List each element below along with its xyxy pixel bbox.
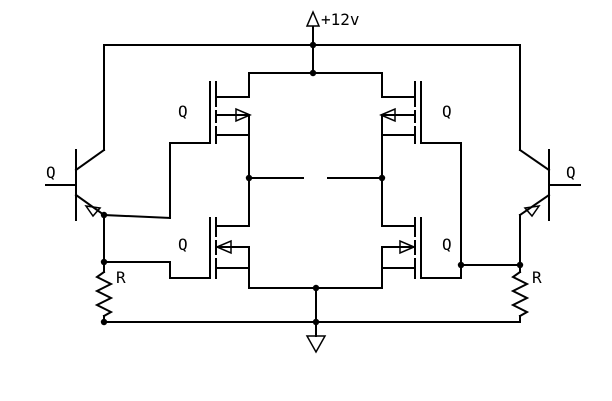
- junction-dots: [100, 41, 524, 326]
- right-bjt-label: Q: [566, 163, 576, 182]
- resistor-left-label: R: [116, 268, 126, 287]
- junction-dot: [378, 174, 386, 182]
- mosfet-lower-left: [209, 177, 250, 289]
- mosfet-lower-right-label: Q: [442, 235, 452, 254]
- ground-icon: [305, 335, 327, 354]
- mosfet-lower-right: [381, 177, 422, 289]
- left-bjt: [45, 148, 106, 221]
- junction-dot: [516, 261, 524, 269]
- left-bjt-label: Q: [46, 163, 56, 182]
- junction-dot: [312, 318, 320, 326]
- junction-dot: [309, 69, 317, 77]
- resistor-right-label: R: [532, 268, 542, 287]
- mosfet-upper-left: [209, 81, 252, 179]
- mosfet-upper-left-label: Q: [178, 102, 188, 121]
- supply-label: +12v: [321, 10, 360, 29]
- junction-dot: [309, 41, 317, 49]
- junction-dot: [100, 258, 108, 266]
- resistor-right: [510, 264, 530, 323]
- supply-arrow-icon: [305, 10, 321, 46]
- junction-dot: [457, 261, 465, 269]
- mosfet-upper-right: [379, 81, 422, 179]
- right-emitter-wiring: [420, 142, 521, 279]
- left-emitter-wiring: [102, 142, 211, 279]
- bottom-rail: [103, 287, 521, 337]
- right-bjt: [518, 148, 581, 221]
- junction-dot: [245, 174, 253, 182]
- mosfet-upper-right-label: Q: [442, 102, 452, 121]
- junction-dot: [312, 284, 320, 292]
- junction-dot: [100, 211, 108, 219]
- resistor-left: [94, 261, 114, 323]
- mosfet-lower-left-label: Q: [178, 235, 188, 254]
- junction-dot: [100, 318, 108, 326]
